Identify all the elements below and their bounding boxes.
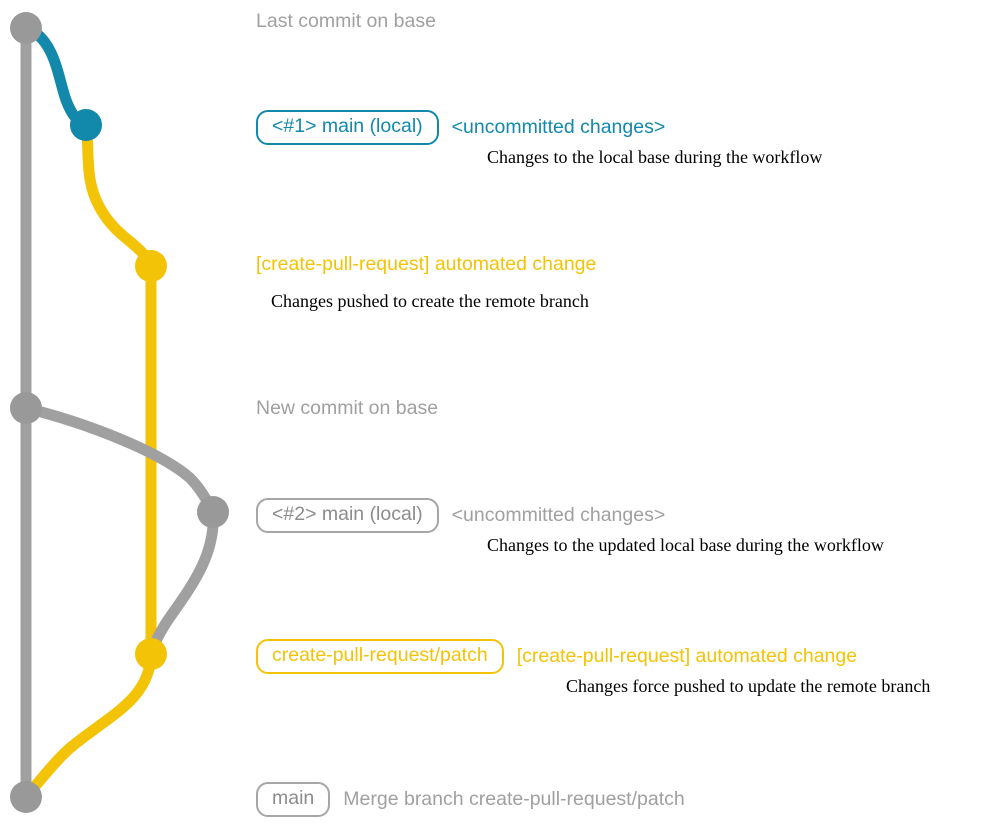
headline-local-main-1: <uncommitted changes> — [451, 115, 666, 138]
headline-last-commit-on-base: Last commit on base — [256, 10, 436, 32]
subtext-local-main-2: Changes to the updated local base during… — [487, 535, 884, 555]
headline-new-commit-on-base: New commit on base — [256, 397, 439, 419]
headline-automated-change-1: [create-pull-request] automated change — [256, 253, 597, 275]
headline-local-main-2: <uncommitted changes> — [451, 503, 666, 526]
row-local-main-1: <#1> main (local) <uncommitted changes> — [256, 110, 665, 145]
edge-patch-2-to-merge — [20, 648, 157, 803]
row-last-commit-on-base: Last commit on base — [256, 10, 436, 32]
branch-pill-main[interactable]: main — [256, 782, 331, 817]
subtext-automated-change-2: Changes force pushed to update the remot… — [566, 676, 931, 696]
row-automated-change-2: create-pull-request/patch [create-pull-r… — [256, 639, 857, 674]
subtext-automated-change-1: Changes pushed to create the remote bran… — [271, 291, 589, 311]
node-local-main-2[interactable] — [197, 496, 229, 528]
branch-pill-local-main-1[interactable]: <#1> main (local) — [256, 110, 439, 145]
commit-nodes — [10, 12, 229, 813]
edge-local-main-1-to-patch-1 — [80, 119, 157, 272]
node-patch-2[interactable] — [135, 638, 167, 670]
edge-base-to-local-main-1 — [20, 22, 92, 131]
edge-base-new-to-local-main-2 — [20, 402, 219, 518]
subtext-local-main-1: Changes to the local base during the wor… — [487, 147, 823, 167]
branch-pill-create-pull-request-patch[interactable]: create-pull-request/patch — [256, 639, 504, 674]
node-base-new[interactable] — [10, 392, 42, 424]
node-patch-1[interactable] — [135, 250, 167, 282]
row-merge-branch: main Merge branch create-pull-request/pa… — [256, 782, 685, 817]
branch-pill-local-main-2[interactable]: <#2> main (local) — [256, 498, 439, 533]
headline-merge-branch: Merge branch create-pull-request/patch — [343, 787, 685, 810]
row-local-main-2: <#2> main (local) <uncommitted changes> — [256, 498, 665, 533]
row-automated-change-1: [create-pull-request] automated change — [256, 253, 597, 275]
node-base-last[interactable] — [10, 12, 42, 44]
node-merge[interactable] — [10, 781, 42, 813]
edge-local-main-2-to-patch-2 — [145, 506, 219, 660]
headline-automated-change-2: [create-pull-request] automated change — [516, 644, 858, 667]
row-new-commit-on-base: New commit on base — [256, 397, 439, 419]
node-local-main-1[interactable] — [70, 109, 102, 141]
